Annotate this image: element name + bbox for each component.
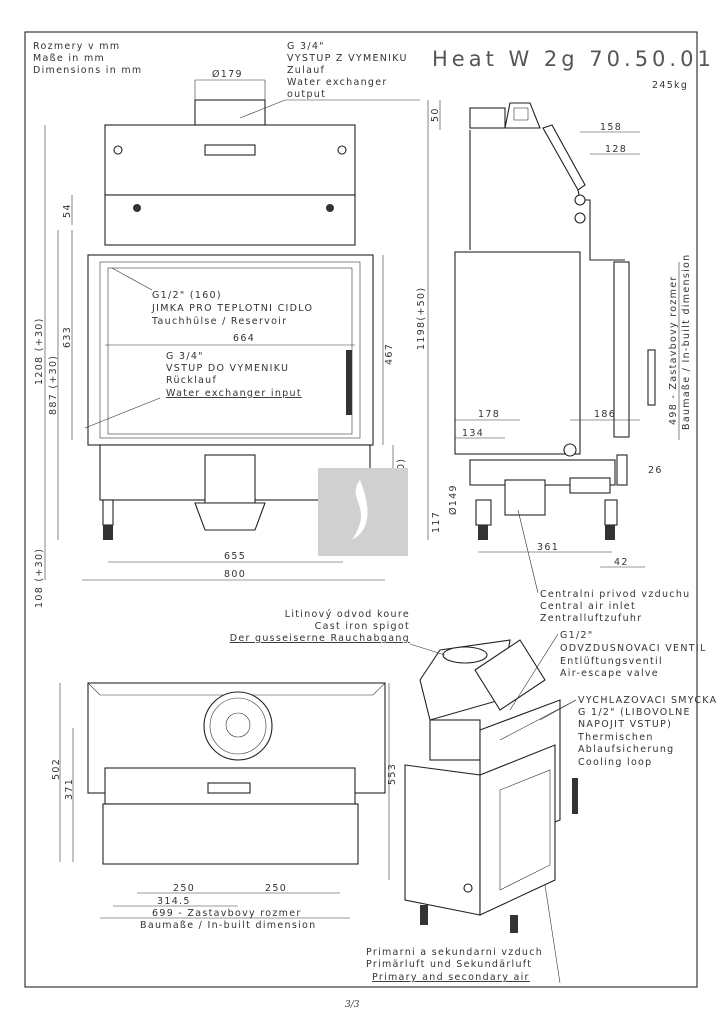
svg-text:Thermischen: Thermischen xyxy=(577,732,654,743)
svg-text:887 (+30): 887 (+30) xyxy=(48,355,59,415)
svg-text:output: output xyxy=(287,89,326,100)
svg-text:Rozmery v mm: Rozmery v mm xyxy=(33,41,120,52)
svg-text:Entlüftungsventil: Entlüftungsventil xyxy=(560,656,663,667)
top-view xyxy=(59,682,390,919)
svg-text:502: 502 xyxy=(51,758,62,780)
svg-text:Cooling loop: Cooling loop xyxy=(578,757,653,768)
svg-text:Litinový odvod koure: Litinový odvod koure xyxy=(285,609,410,620)
svg-text:42: 42 xyxy=(614,557,629,568)
svg-text:108 (+30): 108 (+30) xyxy=(34,548,45,608)
svg-text:128: 128 xyxy=(605,144,627,155)
svg-text:G1/2": G1/2" xyxy=(560,630,594,641)
svg-text:Ø149: Ø149 xyxy=(448,484,459,515)
note-water-input: G 3/4" VSTUP DO VYMENIKU Rücklauf Water … xyxy=(84,351,302,429)
svg-text:G1/2" (160): G1/2" (160) xyxy=(152,290,222,301)
svg-text:314.5: 314.5 xyxy=(157,896,191,907)
note-cooling-loop: VYCHLAZOVACI SMYCKA G 1/2" (LIBOVOLNE NA… xyxy=(499,695,717,768)
svg-text:553: 553 xyxy=(387,763,398,785)
svg-text:664: 664 xyxy=(233,333,255,344)
svg-text:Baumaße / In-built dimension: Baumaße / In-built dimension xyxy=(140,920,316,931)
svg-text:54: 54 xyxy=(62,203,73,218)
front-view xyxy=(44,79,394,581)
svg-text:Maße in mm: Maße in mm xyxy=(33,53,105,64)
svg-text:Primarni a sekundarni vzduch: Primarni a sekundarni vzduch xyxy=(366,947,543,958)
page-number: 3/3 xyxy=(345,1000,360,1010)
svg-text:NAPOJIT VSTUP): NAPOJIT VSTUP) xyxy=(578,719,672,730)
svg-text:250: 250 xyxy=(173,883,195,894)
svg-text:Central air inlet: Central air inlet xyxy=(540,601,636,612)
svg-text:JIMKA PRO TEPLOTNI CIDLO: JIMKA PRO TEPLOTNI CIDLO xyxy=(151,303,313,314)
svg-text:178: 178 xyxy=(478,409,500,420)
svg-text:G 3/4": G 3/4" xyxy=(166,351,204,362)
side-dimensions: 50 158 128 1198(+50) 178 134 186 498 - Z… xyxy=(416,107,692,568)
model-title: Heat W 2g 70.50.01 xyxy=(432,47,715,71)
svg-text:800: 800 xyxy=(224,569,246,580)
svg-text:250: 250 xyxy=(265,883,287,894)
svg-text:186: 186 xyxy=(594,409,616,420)
svg-text:Water exchanger: Water exchanger xyxy=(287,77,388,88)
svg-text:VSTUP DO VYMENIKU: VSTUP DO VYMENIKU xyxy=(166,363,289,374)
svg-text:467: 467 xyxy=(384,343,395,365)
svg-text:Baumaße / In-built dimension: Baumaße / In-built dimension xyxy=(681,254,692,430)
svg-text:Rücklauf: Rücklauf xyxy=(166,375,217,386)
svg-text:Zulauf: Zulauf xyxy=(287,65,325,76)
svg-text:1198(+50): 1198(+50) xyxy=(416,287,427,350)
svg-text:699 - Zastavbovy rozmer: 699 - Zastavbovy rozmer xyxy=(152,908,302,919)
svg-text:ODVZDUSNOVACI VENTIL: ODVZDUSNOVACI VENTIL xyxy=(560,643,707,654)
note-valve: G1/2" ODVZDUSNOVACI VENTIL Entlüftungsve… xyxy=(509,630,707,711)
svg-text:361: 361 xyxy=(537,542,559,553)
watermark-logo xyxy=(318,468,408,556)
note-central-air: Centralni privod vzduchu Central air inl… xyxy=(517,509,690,624)
svg-text:26: 26 xyxy=(648,465,663,476)
note-water-output: G 3/4" VYSTUP Z VYMENIKU Zulauf Water ex… xyxy=(239,41,420,119)
isometric-view xyxy=(404,639,578,933)
svg-text:Der gusseiserne Rauchabgang: Der gusseiserne Rauchabgang xyxy=(230,633,410,644)
top-dimensions: 502 371 553 250 250 314.5 699 - Zastavbo… xyxy=(51,758,398,931)
svg-text:Air-escape valve: Air-escape valve xyxy=(560,668,659,679)
note-air: Primarni a sekundarni vzduch Primärluft … xyxy=(366,884,561,984)
svg-text:G 1/2" (LIBOVOLNE: G 1/2" (LIBOVOLNE xyxy=(578,707,691,718)
svg-text:50: 50 xyxy=(430,107,441,122)
weight: 245kg xyxy=(652,80,688,91)
svg-text:G 3/4": G 3/4" xyxy=(287,41,325,52)
svg-text:Ablaufsicherung: Ablaufsicherung xyxy=(578,744,675,755)
svg-text:371: 371 xyxy=(64,778,75,800)
note-spigot: Litinový odvod koure Cast iron spigot De… xyxy=(230,609,446,656)
svg-text:1208 (+30): 1208 (+30) xyxy=(34,317,45,385)
svg-text:Water exchanger input: Water exchanger input xyxy=(166,388,302,399)
svg-text:VYCHLAZOVACI SMYCKA: VYCHLAZOVACI SMYCKA xyxy=(578,695,717,706)
svg-text:Tauchhülse / Reservoir: Tauchhülse / Reservoir xyxy=(151,316,287,327)
svg-text:117: 117 xyxy=(431,511,442,533)
svg-text:Centralni privod vzduchu: Centralni privod vzduchu xyxy=(540,589,690,600)
svg-text:Zentralluftzufuhr: Zentralluftzufuhr xyxy=(540,613,642,624)
note-sensor: G1/2" (160) JIMKA PRO TEPLOTNI CIDLO Tau… xyxy=(111,267,313,327)
svg-text:498 - Zastavbovy rozmer: 498 - Zastavbovy rozmer xyxy=(668,275,679,425)
svg-text:655: 655 xyxy=(224,551,246,562)
svg-text:134: 134 xyxy=(462,428,484,439)
svg-text:VYSTUP Z VYMENIKU: VYSTUP Z VYMENIKU xyxy=(287,53,408,64)
drawing-frame xyxy=(24,31,698,988)
side-view xyxy=(427,100,680,568)
svg-text:Cast iron spigot: Cast iron spigot xyxy=(315,621,410,632)
svg-text:Ø179: Ø179 xyxy=(212,69,243,80)
svg-text:633: 633 xyxy=(62,326,73,348)
units-note: Rozmery v mm Maße in mm Dimensions in mm xyxy=(33,41,142,76)
svg-text:158: 158 xyxy=(600,122,622,133)
svg-text:Primary and secondary air: Primary and secondary air xyxy=(372,972,530,983)
svg-text:Dimensions in mm: Dimensions in mm xyxy=(33,65,142,76)
svg-text:Primärluft und Sekundärluft: Primärluft und Sekundärluft xyxy=(366,959,532,970)
